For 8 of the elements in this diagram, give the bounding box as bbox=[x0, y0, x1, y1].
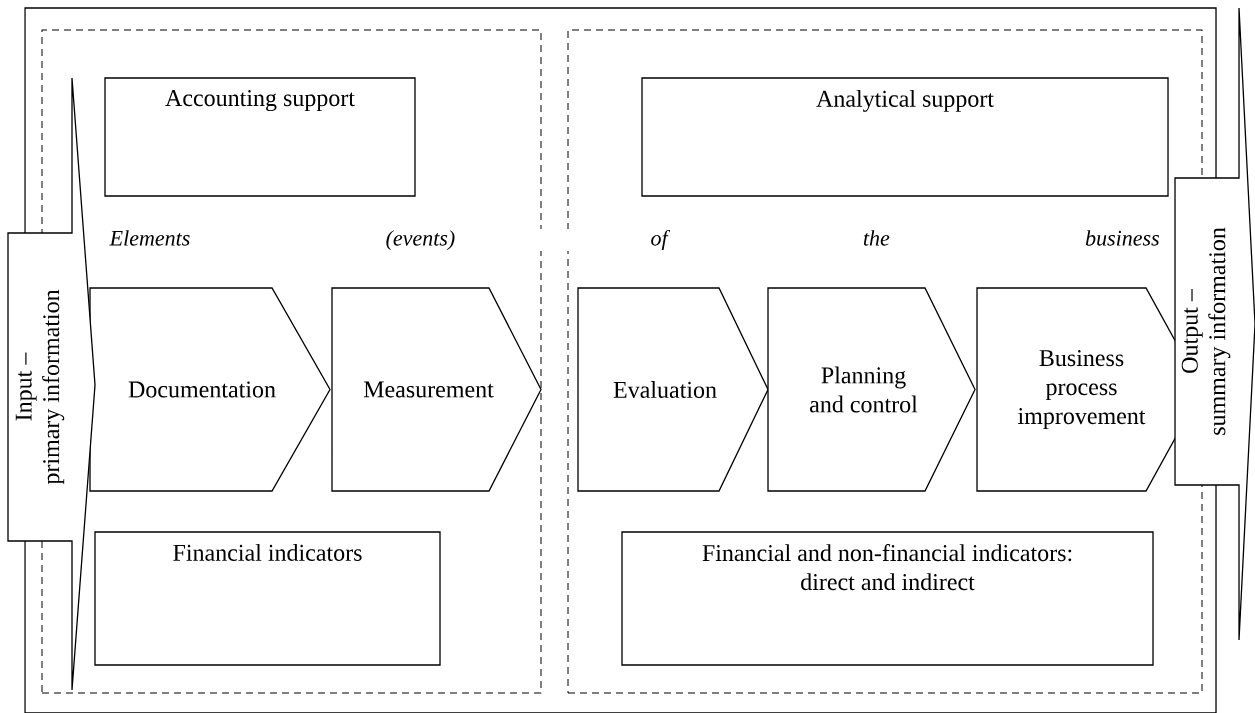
text-box: Financial and non-financial indicators: direct and indirect bbox=[621, 531, 1154, 666]
node-label: summary information bbox=[1208, 227, 1231, 435]
text-box: Accounting support bbox=[104, 77, 416, 197]
text-box: Analytical support bbox=[641, 77, 1169, 197]
dashed-panel bbox=[567, 29, 1203, 694]
text-box: Financial indicators bbox=[94, 531, 441, 666]
spaced-heading: Elements (events) of the business bbox=[108, 228, 1161, 252]
node-label: Output – bbox=[1181, 289, 1203, 373]
